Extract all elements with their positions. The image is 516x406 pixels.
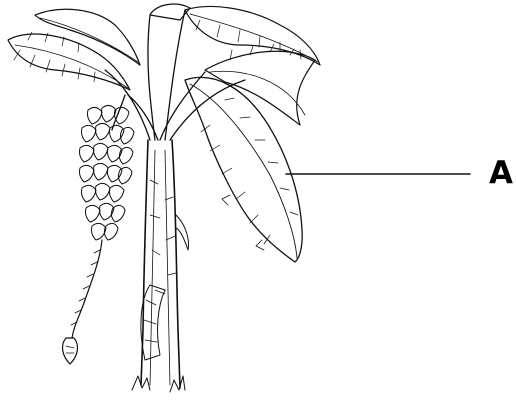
banana-bud [63,338,78,364]
pseudostem [132,140,189,392]
label-a: A [489,158,513,189]
banana-fingers [80,105,135,240]
leaf-top [35,4,320,65]
leaf-upper-left [8,32,130,90]
leaf-petioles [105,10,245,140]
banana-bunch [63,95,134,364]
leaf-labelled-a [185,77,302,262]
